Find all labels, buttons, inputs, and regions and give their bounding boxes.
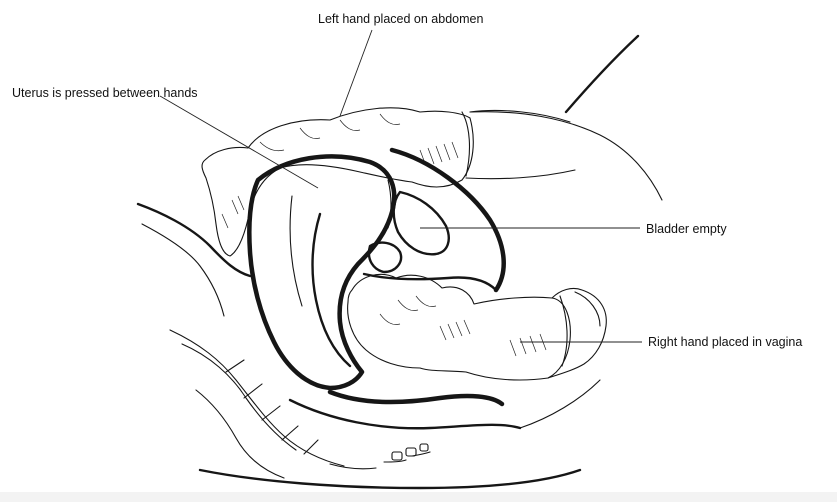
label-left-hand: Left hand placed on abdomen	[318, 12, 483, 26]
abdomen-contour	[470, 112, 662, 200]
bladder	[388, 150, 504, 290]
vaginal-wall	[364, 274, 496, 290]
buttock-contour	[520, 380, 600, 428]
label-right-hand: Right hand placed in vagina	[648, 335, 802, 349]
back-contour-inner	[142, 224, 224, 316]
leader-uterus	[160, 96, 318, 188]
footer-band	[0, 492, 837, 502]
abdominal-wall-line	[566, 36, 638, 112]
leader-left-hand	[340, 30, 372, 116]
uterus	[249, 156, 394, 388]
back-contour	[138, 204, 250, 276]
label-uterus: Uterus is pressed between hands	[12, 86, 198, 100]
rectum	[330, 392, 502, 404]
lower-contour	[200, 470, 580, 488]
right-hand	[348, 274, 607, 380]
label-bladder: Bladder empty	[646, 222, 727, 236]
perineum	[290, 400, 520, 428]
